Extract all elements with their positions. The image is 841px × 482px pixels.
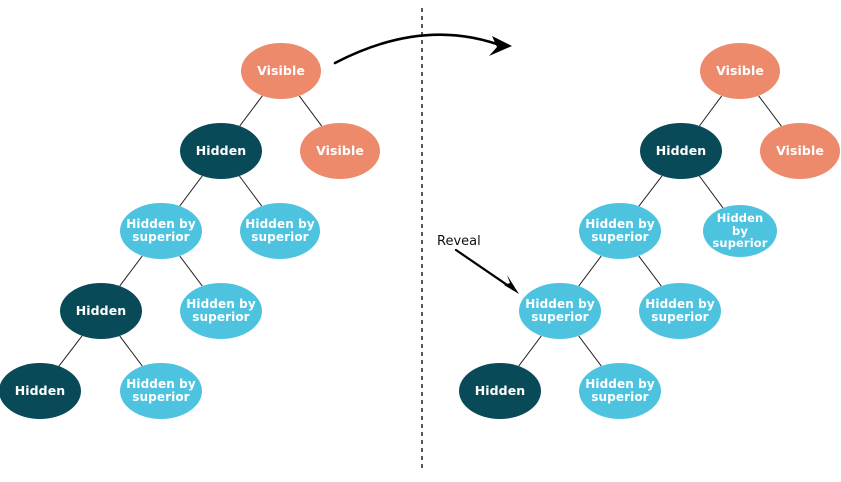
tree-node-label: Visible bbox=[316, 144, 364, 158]
tree-node-label-line: Visible bbox=[716, 63, 764, 78]
tree-node-hidden[interactable]: Hidden bbox=[459, 363, 541, 419]
tree-node-hidden[interactable]: Hidden bbox=[60, 283, 142, 339]
tree-node-label-line: Hidden by bbox=[645, 296, 715, 311]
tree-node-label-line: Hidden bbox=[75, 303, 127, 318]
tree-node-label-line: Visible bbox=[257, 63, 305, 78]
tree-edge bbox=[238, 175, 263, 207]
tree-edge bbox=[698, 95, 723, 127]
tree-edge bbox=[758, 95, 782, 127]
reveal-arrow-head bbox=[504, 275, 519, 294]
tree-node-label: Hidden bbox=[656, 144, 707, 158]
tree-node-hidden[interactable]: Hidden bbox=[640, 123, 722, 179]
tree-node-hidden[interactable]: Hidden bbox=[0, 363, 81, 419]
tree-node-label: Hidden bbox=[196, 144, 247, 158]
tree-node-label-line: superior bbox=[651, 310, 709, 324]
tree-node-label: Visible bbox=[257, 64, 305, 78]
tree-node-label-line: superior bbox=[591, 390, 649, 404]
tree-edge bbox=[239, 95, 263, 127]
tree-node-label-line: Hidden by bbox=[716, 210, 764, 238]
tree-node-label-line: Hidden by bbox=[585, 376, 655, 391]
tree-node-label-line: superior bbox=[192, 310, 250, 324]
tree-node-label-line: Hidden by bbox=[525, 296, 595, 311]
reveal-label: Reveal bbox=[437, 234, 481, 249]
tree-node-label-line: Visible bbox=[776, 143, 824, 158]
tree-node-label-line: Hidden by bbox=[186, 296, 256, 311]
tree-node-label: Hidden bbox=[15, 384, 66, 398]
tree-edge bbox=[638, 175, 663, 207]
tree-node-label-line: superior bbox=[712, 236, 768, 251]
tree-node-label-line: Hidden bbox=[474, 383, 526, 398]
tree-node-visible[interactable]: Visible bbox=[760, 123, 840, 179]
tree-node-label: Visible bbox=[776, 144, 824, 158]
tree-node-visible[interactable]: Visible bbox=[700, 43, 780, 99]
tree-edge bbox=[119, 335, 143, 367]
tree-node-label-line: superior bbox=[591, 230, 649, 244]
tree-node-label-line: Hidden by bbox=[585, 216, 655, 231]
tree-edge bbox=[119, 255, 143, 287]
tree-node-hidden[interactable]: Hidden bbox=[180, 123, 262, 179]
tree-node-label-line: Hidden bbox=[655, 143, 707, 158]
tree-node-label-line: superior bbox=[251, 230, 309, 244]
transform-curved-arrow bbox=[333, 33, 507, 65]
tree-node-label: Visible bbox=[716, 64, 764, 78]
tree-node-label: Hidden bbox=[76, 304, 127, 318]
tree-node-visible[interactable]: Visible bbox=[241, 43, 321, 99]
tree-node-label-line: Hidden bbox=[195, 143, 247, 158]
tree-node-label-line: Visible bbox=[316, 143, 364, 158]
tree-edge bbox=[698, 175, 724, 209]
tree-node-label-line: superior bbox=[132, 390, 190, 404]
transform-arrow-head bbox=[489, 36, 512, 56]
reveal-arrow-line bbox=[454, 248, 515, 291]
tree-edge bbox=[578, 255, 602, 287]
tree-node-label-line: Hidden by bbox=[126, 376, 196, 391]
tree-node-label-line: superior bbox=[132, 230, 190, 244]
tree-edge bbox=[179, 175, 203, 207]
tree-node-label-line: Hidden by bbox=[245, 216, 315, 231]
tree-edge bbox=[58, 335, 83, 367]
tree-node-label-line: superior bbox=[531, 310, 589, 324]
tree-node-label-line: Hidden bbox=[14, 383, 66, 398]
tree-edge bbox=[638, 255, 662, 287]
tree-node-label-line: Hidden by bbox=[126, 216, 196, 231]
tree-edge bbox=[578, 335, 602, 367]
tree-node-visible[interactable]: Visible bbox=[300, 123, 380, 179]
tree-edge bbox=[179, 255, 203, 287]
tree-node-label: Hidden bbox=[475, 384, 526, 398]
tree-edge bbox=[518, 335, 542, 367]
tree-edge bbox=[298, 95, 323, 127]
